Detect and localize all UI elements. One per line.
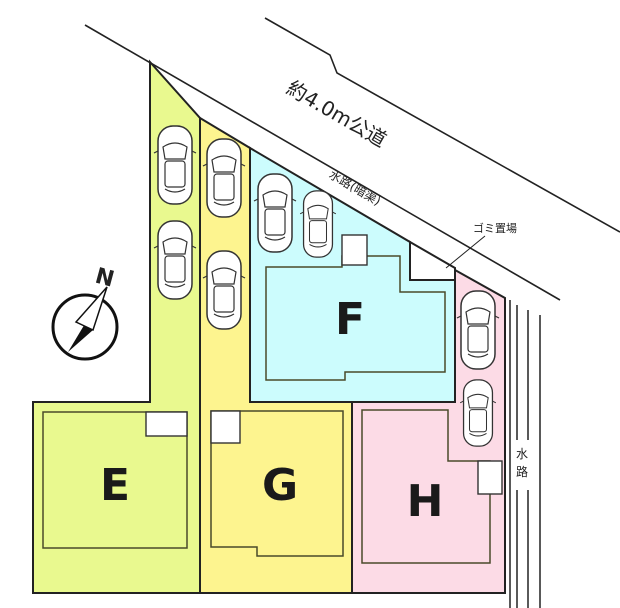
house-e-outline — [42, 411, 188, 549]
outdoor-unit — [341, 234, 368, 266]
waterway-label-2: 路 — [516, 464, 528, 479]
parked-car-icon — [202, 138, 246, 218]
garbage-area-label: ゴミ置場 — [473, 221, 517, 235]
outdoor-unit — [145, 411, 188, 437]
waterway-right — [509, 300, 541, 608]
lot-g-label: G — [262, 460, 298, 511]
parked-car-icon — [202, 250, 246, 330]
house-g-outline — [210, 410, 344, 557]
outdoor-unit — [210, 410, 241, 444]
garbage-leader-line — [445, 235, 486, 269]
waterway-label-1: 水 — [516, 447, 528, 461]
outdoor-unit — [477, 460, 503, 495]
public-road — [84, 17, 620, 301]
garbage-area — [409, 240, 456, 281]
compass-n-label: N — [92, 264, 116, 293]
parked-car-icon — [459, 379, 497, 447]
parked-car-icon — [299, 190, 337, 258]
parked-car-icon — [153, 125, 197, 205]
lot-h-label: H — [407, 476, 444, 527]
parked-car-icon — [253, 173, 297, 253]
lot-e-label: E — [100, 460, 130, 511]
parked-car-icon — [153, 220, 197, 300]
road-label: 約4.0m公道 — [283, 76, 391, 152]
north-compass-icon: N — [51, 264, 119, 361]
lot-f-label: F — [335, 294, 365, 345]
parked-car-icon — [456, 290, 500, 370]
